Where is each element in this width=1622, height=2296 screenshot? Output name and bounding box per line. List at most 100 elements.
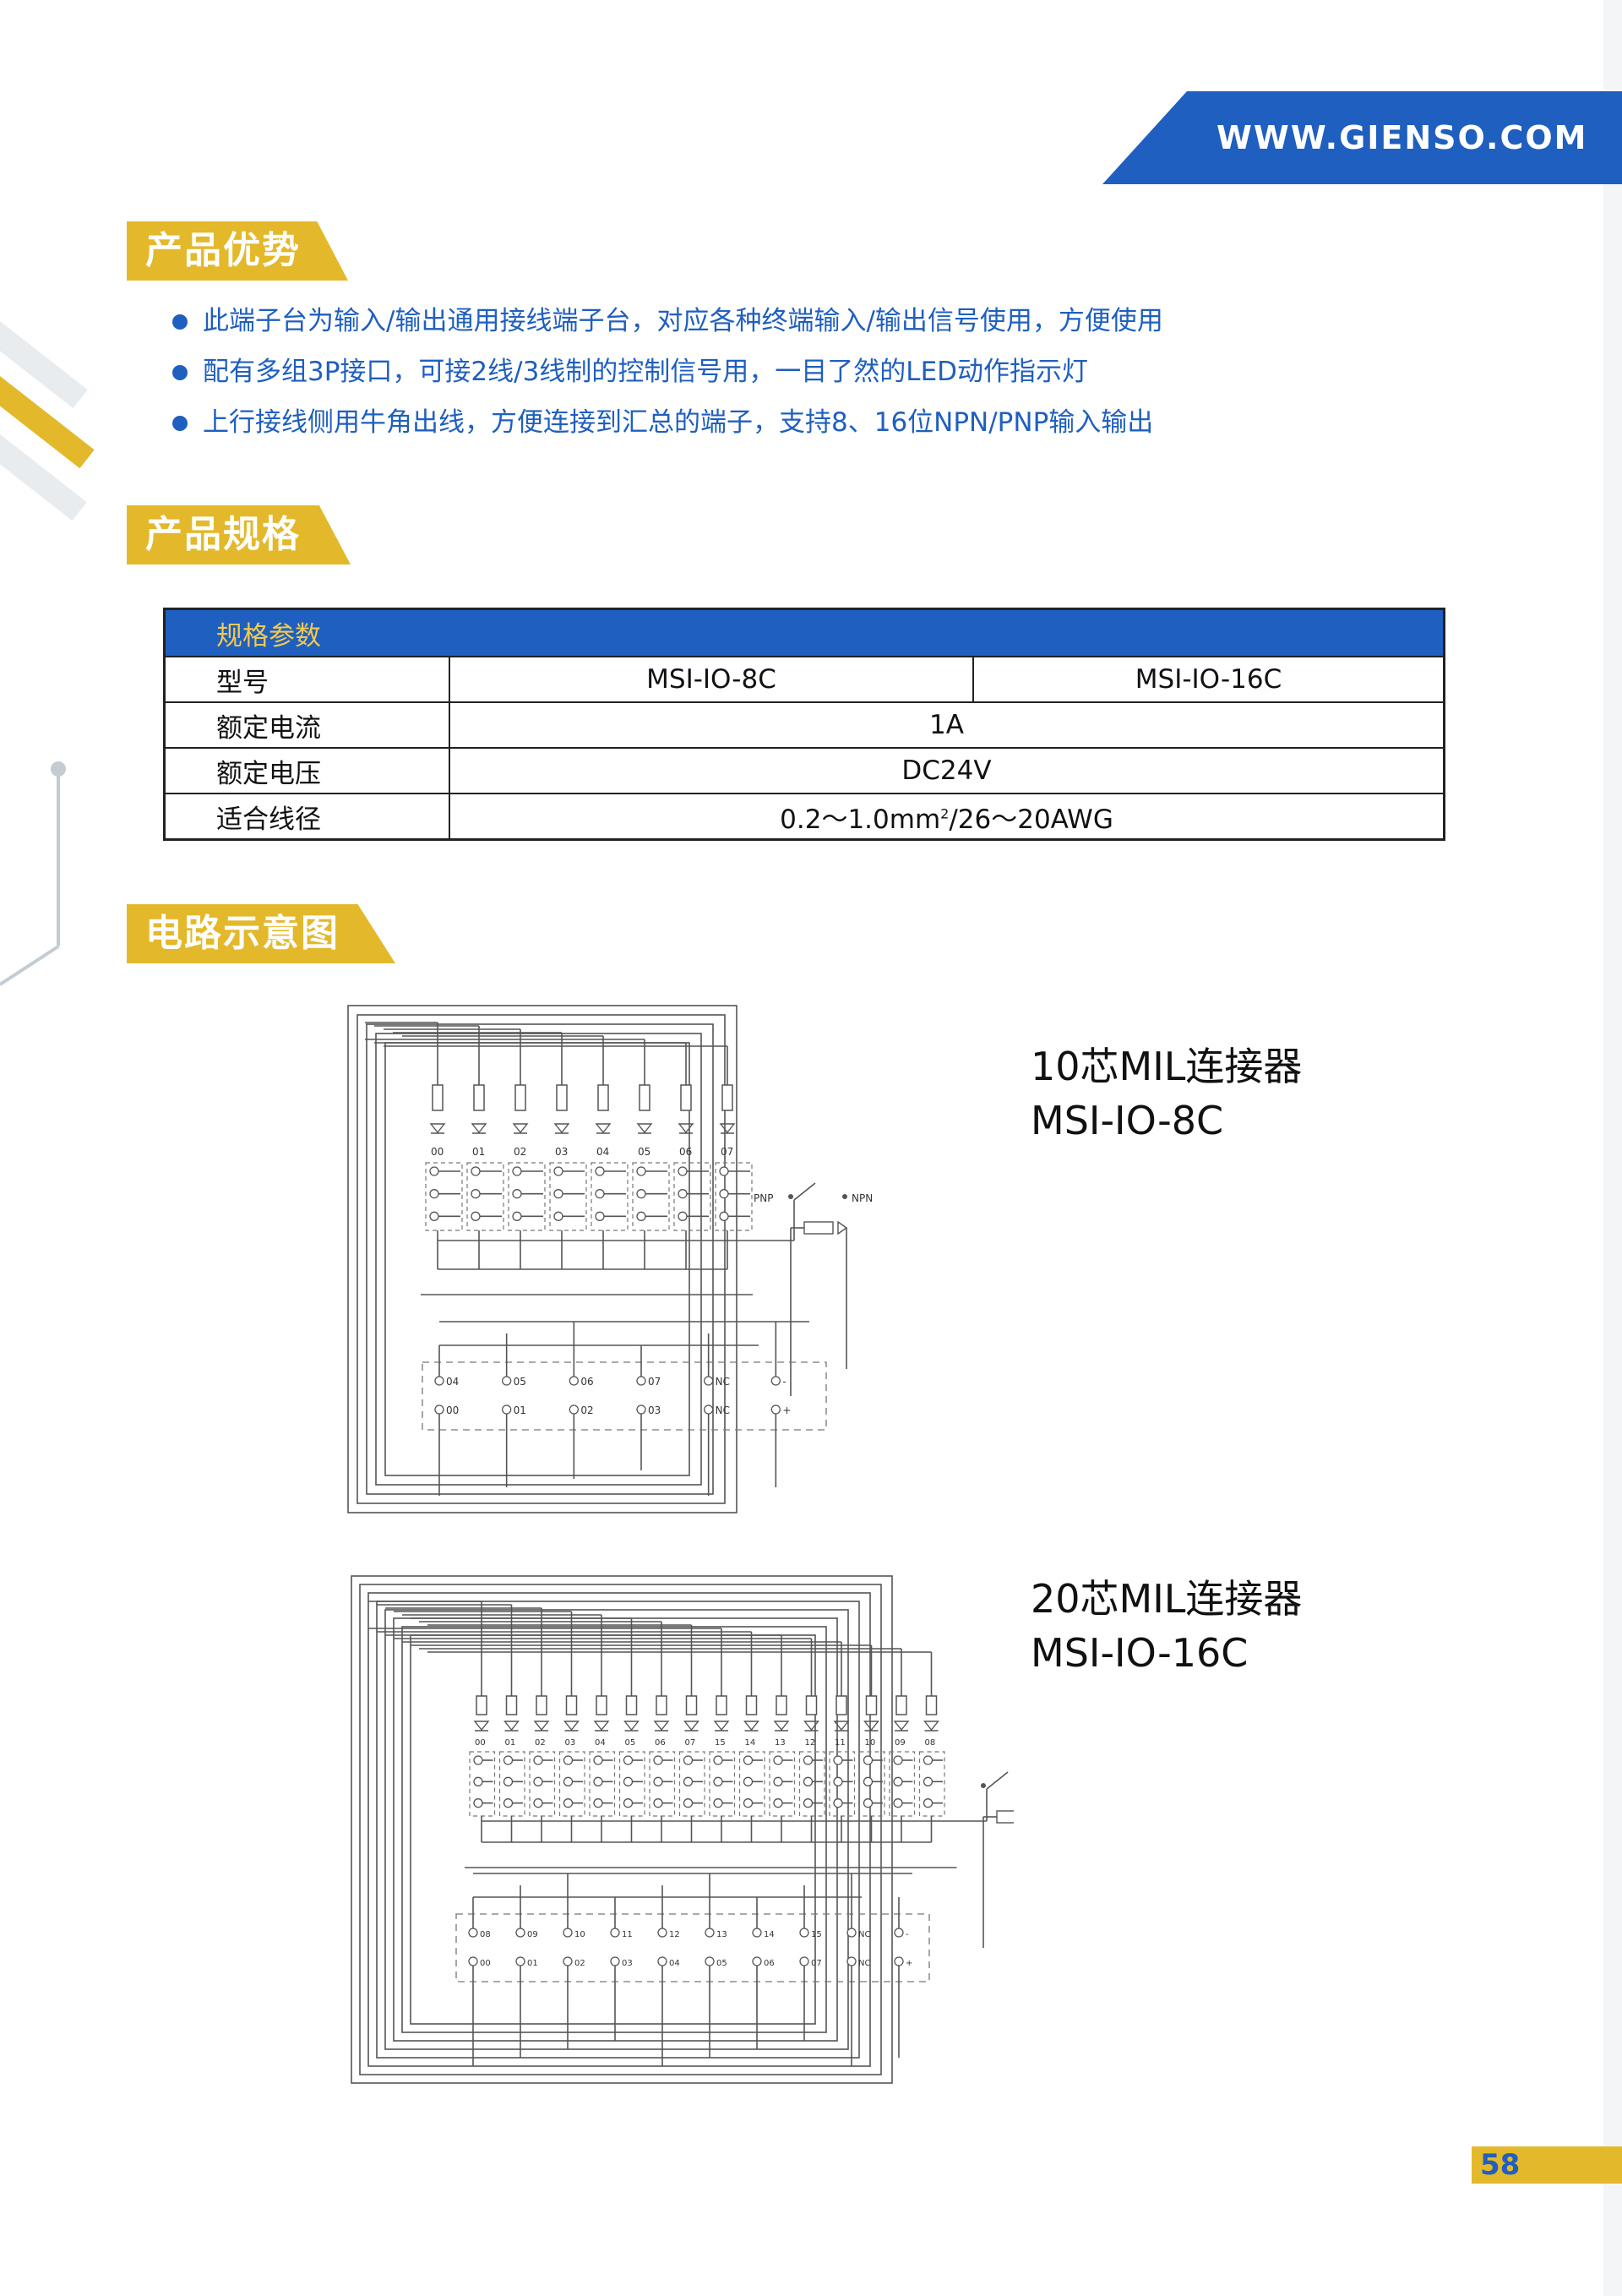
wiring-loop: [366, 1023, 714, 1495]
section-heading-specs: 产品规格: [127, 505, 351, 564]
connector-pin-label: 07: [811, 1959, 822, 1968]
terminal-icon: [429, 1211, 439, 1221]
connector-label: 20芯MIL连接器: [1031, 1576, 1303, 1622]
resistor-icon: [865, 1695, 878, 1715]
connector-pin-icon: [610, 1956, 620, 1966]
connector-pin-icon: [502, 1376, 512, 1386]
led-icon: [719, 1123, 736, 1134]
resistor-icon: [596, 1695, 607, 1715]
terminal-block: [425, 1162, 463, 1231]
terminal-icon: [429, 1166, 439, 1176]
connector-pin-label: NC: [858, 1930, 870, 1939]
terminal-icon: [863, 1776, 874, 1786]
terminal-icon: [683, 1776, 694, 1786]
led-icon: [553, 1123, 570, 1134]
resistor-icon: [776, 1695, 787, 1715]
connector-pin-icon: [704, 1404, 714, 1415]
terminal-icon: [893, 1755, 903, 1765]
resistor-icon: [680, 1084, 692, 1111]
model-label: MSI-IO-8C: [1031, 1098, 1224, 1143]
terminal-icon: [773, 1776, 783, 1786]
switch-icon: [986, 1771, 1009, 1790]
connector-pin-label: NC: [858, 1959, 870, 1968]
channel-label: 11: [835, 1738, 846, 1748]
terminal-icon: [773, 1755, 783, 1765]
connector-pin-icon: [502, 1404, 512, 1415]
terminal-icon: [653, 1798, 663, 1808]
wiring-loop: [384, 1609, 849, 2050]
channel-label: 00: [475, 1738, 486, 1748]
connector-pin-icon: [894, 1956, 904, 1966]
table-header-row: 规格参数: [163, 608, 1445, 657]
section-heading-circuit: 电路示意图: [127, 904, 395, 963]
wiring-loop: [359, 1584, 882, 2075]
channel-label: 13: [775, 1738, 786, 1748]
diagram-label-16c: 20芯MIL连接器 MSI-IO-16C: [1031, 1572, 1302, 1680]
connector-pin-label: 15: [811, 1930, 822, 1939]
bullet-icon: [172, 365, 188, 380]
table-cell-label: 额定电压: [163, 747, 450, 794]
table-cell-label: 额定电流: [163, 701, 450, 749]
channel-label: 05: [625, 1738, 636, 1748]
resistor-icon: [505, 1695, 518, 1715]
terminal-icon: [923, 1755, 933, 1765]
page-number-tab: 58: [1472, 2146, 1622, 2184]
led-icon: [743, 1721, 759, 1732]
led-icon: [623, 1721, 640, 1732]
connector-pin-icon: [636, 1376, 646, 1386]
led-icon: [512, 1123, 529, 1134]
led-icon: [863, 1721, 879, 1732]
terminal-icon: [863, 1798, 874, 1808]
wiring-loop: [401, 1626, 827, 2033]
connector-pin-label: +: [782, 1404, 791, 1416]
terminal-block: [591, 1162, 629, 1231]
connector-pin-icon: [704, 1376, 714, 1386]
switch-contact-icon: [842, 1194, 847, 1199]
table-row: 额定电压 DC24V: [163, 747, 1445, 794]
connector-pin-icon: [569, 1404, 579, 1415]
channel-label: 09: [895, 1738, 906, 1748]
resistor-icon: [721, 1084, 733, 1111]
terminal-icon: [713, 1798, 723, 1808]
connector-label: 10芯MIL连接器: [1031, 1044, 1303, 1089]
channel-label: 15: [715, 1738, 726, 1748]
terminal-icon: [503, 1755, 514, 1765]
terminal-icon: [563, 1755, 574, 1765]
channel-label: 01: [505, 1738, 516, 1748]
connector-pin-icon: [468, 1928, 478, 1938]
resistor-icon: [514, 1084, 526, 1111]
led-icon: [803, 1721, 819, 1732]
list-item-text: 上行接线侧用牛角出线，方便连接到汇总的端子，支持8、16位NPN/PNP输入输出: [203, 407, 1154, 438]
connector-pin-label: 04: [669, 1959, 680, 1968]
connector-pin-icon: [434, 1404, 444, 1415]
terminal-icon: [773, 1798, 783, 1808]
connector-pin-label: 02: [574, 1959, 585, 1968]
terminal-icon: [471, 1166, 481, 1176]
terminal-block: [508, 1162, 546, 1231]
led-icon: [653, 1721, 670, 1732]
wiring-loop: [351, 1575, 893, 2084]
model-label: MSI-IO-16C: [1031, 1630, 1249, 1676]
superscript: 2: [940, 805, 950, 822]
terminal-icon: [533, 1798, 543, 1808]
connector-pin-label: 00: [480, 1959, 491, 1968]
connector-pin-label: 14: [764, 1930, 775, 1939]
section-title: 产品优势: [145, 229, 301, 272]
page-number: 58: [1480, 2148, 1521, 2182]
terminal-icon: [473, 1798, 483, 1808]
switch-contact-icon: [788, 1194, 793, 1199]
connector-pin-icon: [468, 1956, 478, 1966]
wire-gauge-text: /26～20AWG: [949, 804, 1113, 835]
connector-pin-icon: [770, 1404, 781, 1415]
led-icon: [833, 1721, 850, 1732]
channel-label: 07: [721, 1146, 733, 1158]
terminal-icon: [719, 1211, 729, 1221]
terminal-icon: [623, 1755, 634, 1765]
resistor-icon: [716, 1695, 727, 1715]
connector-pin-icon: [610, 1928, 620, 1938]
connector-pin-icon: [563, 1928, 573, 1938]
terminal-block: [673, 1162, 711, 1231]
terminal-icon: [595, 1211, 605, 1221]
resistor-icon: [473, 1084, 485, 1111]
